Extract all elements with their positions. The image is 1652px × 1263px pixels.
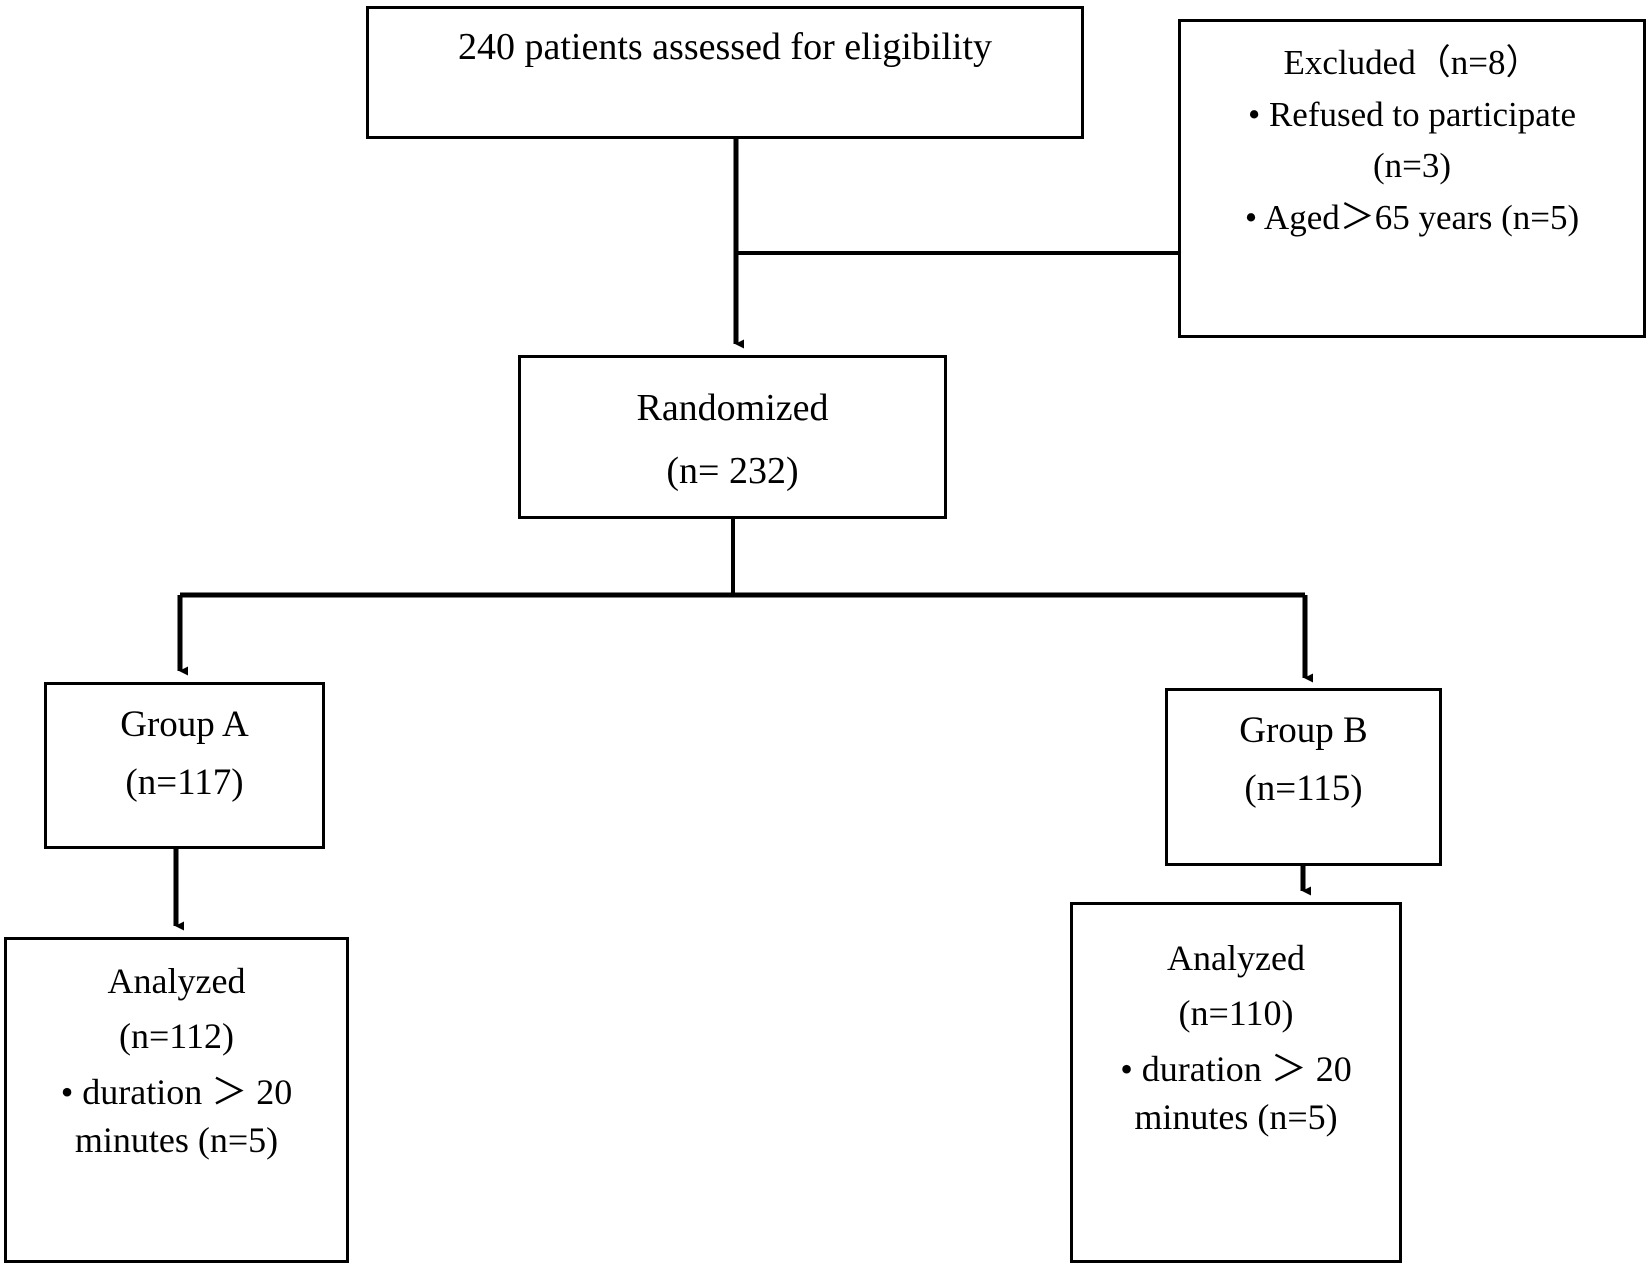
box-analyzed-group-a: Analyzed (n=112) • duration ＞ 20 minutes… <box>4 937 349 1263</box>
excluded-heading: Excluded（n=8） <box>1283 43 1541 82</box>
randomized-label: Randomized <box>636 386 829 429</box>
eligibility-text: 240 patients assessed for eligibility <box>457 26 993 68</box>
randomized-count: (n= 232) <box>666 450 799 492</box>
excluded-reason-age: • Aged＞65 years (n=5) <box>1244 197 1580 237</box>
box-eligibility-assessed: 240 patients assessed for eligibility <box>366 6 1084 139</box>
excluded-reason-refused: • Refused to participate <box>1247 94 1577 134</box>
group-a-count: (n=117) <box>125 762 244 804</box>
box-analyzed-group-b: Analyzed (n=110) • duration ＞ 20 minutes… <box>1070 902 1402 1263</box>
connector-randomized-split <box>180 519 1305 598</box>
analyzed-a-exclusion: • duration ＞ 20 minutes (n=5) <box>60 1071 293 1160</box>
box-excluded: Excluded（n=8） • Refused to participate (… <box>1178 19 1646 338</box>
analyzed-b-count: (n=110) <box>1178 992 1294 1033</box>
group-a-label: Group A <box>120 704 249 745</box>
group-b-count: (n=115) <box>1244 768 1363 810</box>
analyzed-a-count: (n=112) <box>119 1015 234 1056</box>
excluded-reason-refused-count: (n=3) <box>1372 146 1452 185</box>
analyzed-b-label: Analyzed <box>1167 938 1305 978</box>
analyzed-b-exclusion: • duration ＞ 20 minutes (n=5) <box>1120 1048 1352 1137</box>
analyzed-a-label: Analyzed <box>107 961 246 1001</box>
group-b-label: Group B <box>1239 710 1368 751</box>
box-group-b: Group B (n=115) <box>1165 688 1442 866</box>
box-group-a: Group A (n=117) <box>44 682 325 849</box>
box-randomized: Randomized (n= 232) <box>518 355 947 519</box>
